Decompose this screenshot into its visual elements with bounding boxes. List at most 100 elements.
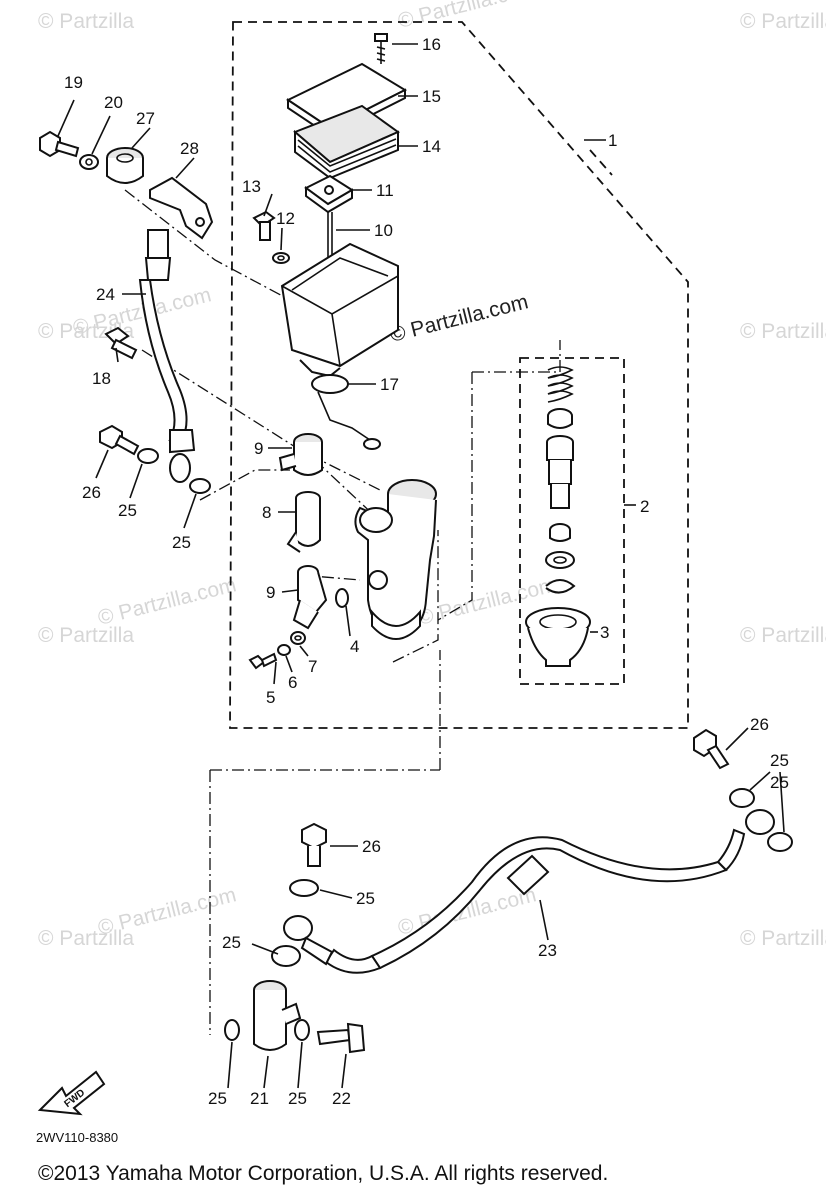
washer-25 — [189, 478, 211, 494]
washer-12 — [272, 252, 290, 264]
washer-6 — [277, 644, 291, 656]
cup — [549, 523, 571, 542]
subassembly-box — [519, 357, 625, 685]
callout-label: 26 — [750, 715, 769, 734]
cup-seal — [547, 408, 573, 429]
callout-label: 1 — [608, 131, 617, 150]
watermark: © Partzilla — [740, 927, 826, 950]
callout-labels: 1 2 3 4 5 6 7 8 9 9 10 11 12 13 14 15 16… — [64, 35, 789, 1108]
grommet-27 — [106, 147, 144, 184]
reservoir-body — [280, 242, 399, 378]
washer-25 — [271, 945, 301, 967]
watermark: © Partzilla.com — [396, 0, 539, 33]
washer-25 — [137, 448, 159, 464]
callout-label: 25 — [770, 773, 789, 792]
circlip — [545, 579, 576, 594]
union-9-lower — [292, 565, 328, 630]
callout-label: 25 — [288, 1089, 307, 1108]
callout-label: 17 — [380, 375, 399, 394]
watermark: © Partzilla — [740, 320, 826, 343]
bolt-18 — [104, 326, 138, 360]
callout-label: 9 — [254, 439, 263, 458]
callout-label: 25 — [356, 889, 375, 908]
forward-arrow-icon: FWD — [37, 1070, 106, 1116]
callout-label: 21 — [250, 1089, 269, 1108]
watermark: © Partzilla — [740, 10, 826, 33]
callout-label: 25 — [208, 1089, 227, 1108]
washer-25 — [294, 1019, 310, 1041]
watermark: © Partzilla — [38, 624, 134, 647]
callout-label: 12 — [276, 209, 295, 228]
bracket-28 — [149, 176, 214, 240]
callout-label: 25 — [118, 501, 137, 520]
bolt-26-right — [693, 728, 730, 770]
leader-lines — [57, 43, 785, 1089]
washer — [545, 551, 575, 569]
callout-label: 8 — [262, 503, 271, 522]
oring-4 — [335, 588, 349, 608]
assembly-boundary — [229, 21, 689, 729]
callout-label: 6 — [288, 673, 297, 692]
callout-label: 26 — [362, 837, 381, 856]
watermark: © Partzilla.com — [96, 883, 239, 940]
callout-label: 7 — [308, 657, 317, 676]
union-21 — [253, 980, 302, 1051]
callout-label: 11 — [376, 181, 394, 200]
callout-label: 26 — [82, 483, 101, 502]
callout-label: 15 — [422, 87, 441, 106]
union-9-upper — [278, 433, 323, 476]
watermark: © Partzilla — [740, 624, 826, 647]
callout-label: 5 — [266, 688, 275, 707]
callout-label: 4 — [350, 637, 359, 656]
callout-label: 27 — [136, 109, 155, 128]
callout-label: 19 — [64, 73, 83, 92]
watermark: © Partzilla.com — [96, 573, 239, 630]
callout-label: 28 — [180, 139, 199, 158]
diaphragm-14 — [293, 104, 400, 180]
callout-label: 3 — [600, 623, 609, 642]
callout-label: 13 — [242, 177, 261, 196]
master-cylinder-body — [354, 479, 437, 640]
watermark: © Partzilla — [38, 10, 134, 33]
diagram-code: 2WV110-8380 — [36, 1130, 118, 1145]
callout-label: 18 — [92, 369, 111, 388]
callout-label: 2 — [640, 497, 649, 516]
callout-label: 10 — [374, 221, 393, 240]
boot-3 — [525, 607, 591, 667]
washer-25 — [224, 1019, 240, 1041]
callout-label: 25 — [222, 933, 241, 952]
spring — [547, 366, 574, 403]
screw-5 — [248, 652, 278, 670]
washer-25 — [729, 788, 755, 808]
screw-16 — [374, 33, 388, 64]
callout-label: 9 — [266, 583, 275, 602]
callout-label: 23 — [538, 941, 557, 960]
assembly-boundary — [589, 149, 613, 176]
clamp-17 — [311, 374, 381, 450]
watermark: © Partzilla — [38, 927, 134, 950]
bolt-26-left — [99, 424, 140, 456]
watermark-center: © Partzilla.com — [388, 290, 531, 347]
callout-label: 16 — [422, 35, 441, 54]
bolt-22 — [316, 1022, 366, 1054]
alignment-lines — [124, 189, 561, 1035]
washer-25 — [767, 832, 793, 852]
hose-23 — [283, 809, 775, 974]
washer-20 — [79, 154, 99, 170]
bolt-19 — [39, 130, 80, 158]
callout-label: 22 — [332, 1089, 351, 1108]
piston — [546, 435, 574, 509]
washer-7 — [290, 631, 306, 645]
washer-25 — [289, 879, 319, 897]
float-plate-11 — [304, 174, 354, 214]
callout-label: 24 — [96, 285, 115, 304]
copyright-notice: ©2013 Yamaha Motor Corporation, U.S.A. A… — [38, 1162, 609, 1185]
hose-8 — [286, 491, 321, 553]
callout-label: 25 — [770, 751, 789, 770]
bolt-26-middle — [301, 822, 327, 867]
callout-label: 14 — [422, 137, 441, 156]
screw-13 — [252, 210, 276, 241]
callout-label: 20 — [104, 93, 123, 112]
hose-24 — [138, 229, 196, 483]
